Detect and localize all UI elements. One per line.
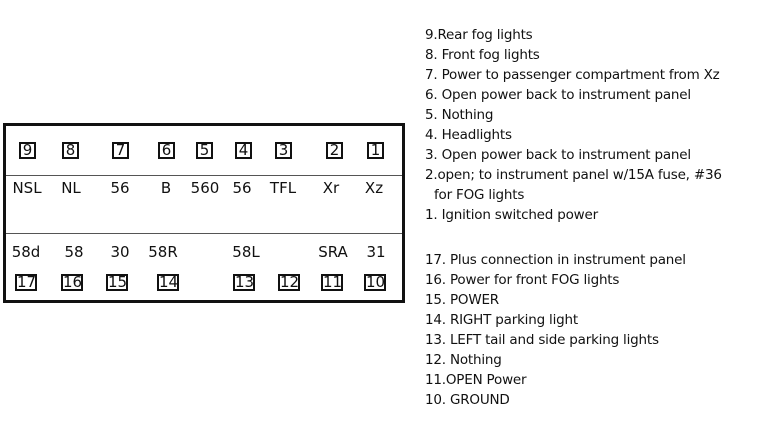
legend-item: 17. Plus connection in instrument panel [425, 252, 686, 268]
legend-item: 11.OPEN Power [425, 372, 527, 388]
pin-4: 4 [235, 142, 252, 159]
terminal-label: 58R [148, 243, 178, 261]
terminal-label: NL [61, 179, 81, 197]
pin-3: 3 [275, 142, 292, 159]
legend-item: 16. Power for front FOG lights [425, 272, 620, 288]
terminal-label: Xr [322, 179, 340, 197]
terminal-label: NSL [12, 179, 42, 197]
pin-1: 1 [367, 142, 384, 159]
legend-item: 10. GROUND [425, 392, 510, 408]
pin-2: 2 [326, 142, 343, 159]
legend-item: 3. Open power back to instrument panel [425, 147, 691, 163]
terminal-label: 58L [232, 243, 260, 261]
legend-item: 4. Headlights [425, 127, 512, 143]
divider-line [6, 175, 402, 176]
pin-15: 15 [106, 273, 128, 291]
legend-item: 6. Open power back to instrument panel [425, 87, 691, 103]
pin-13: 13 [233, 273, 255, 291]
terminal-label: 58d [11, 243, 41, 261]
terminal-label: 58 [64, 243, 84, 261]
legend-item-continuation: for FOG lights [434, 187, 525, 203]
pin-12: 12 [278, 273, 300, 291]
legend-item: 13. LEFT tail and side parking lights [425, 332, 659, 348]
legend-item: 2.open; to instrument panel w/15A fuse, … [425, 167, 722, 183]
divider-line [6, 233, 402, 234]
pin-8: 8 [62, 142, 79, 159]
legend-item: 15. POWER [425, 292, 499, 308]
terminal-label: Xz [364, 179, 384, 197]
legend-pins-1-9: 9.Rear fog lights 8. Front fog lights 7.… [425, 25, 722, 225]
legend-pins-10-17: 17. Plus connection in instrument panel … [425, 250, 686, 410]
terminal-label: SRA [318, 243, 348, 261]
pin-14: 14 [157, 273, 179, 291]
terminal-label: B [160, 179, 172, 197]
terminal-label: 56 [232, 179, 252, 197]
pin-16: 16 [61, 273, 83, 291]
pin-9: 9 [19, 142, 36, 159]
terminal-label: 30 [110, 243, 130, 261]
pin-5: 5 [196, 142, 213, 159]
terminal-label: TFL [269, 179, 297, 197]
legend-item: 8. Front fog lights [425, 47, 540, 63]
connector-diagram: 9 8 7 6 5 4 3 2 1 NSL NL 56 B 560 56 TFL… [3, 123, 405, 303]
terminal-label: 31 [366, 243, 386, 261]
legend-item: 14. RIGHT parking light [425, 312, 578, 328]
terminal-label: 56 [110, 179, 130, 197]
terminal-label: 560 [190, 179, 220, 197]
pin-10: 10 [364, 273, 386, 291]
legend-item: 5. Nothing [425, 107, 494, 123]
legend-item: 7. Power to passenger compartment from X… [425, 67, 720, 83]
pin-11: 11 [321, 273, 343, 291]
legend-item: 1. Ignition switched power [425, 207, 598, 223]
legend-item: 12. Nothing [425, 352, 502, 368]
pin-6: 6 [158, 142, 175, 159]
pin-17: 17 [15, 273, 37, 291]
legend-item: 9.Rear fog lights [425, 27, 533, 43]
pin-7: 7 [112, 142, 129, 159]
